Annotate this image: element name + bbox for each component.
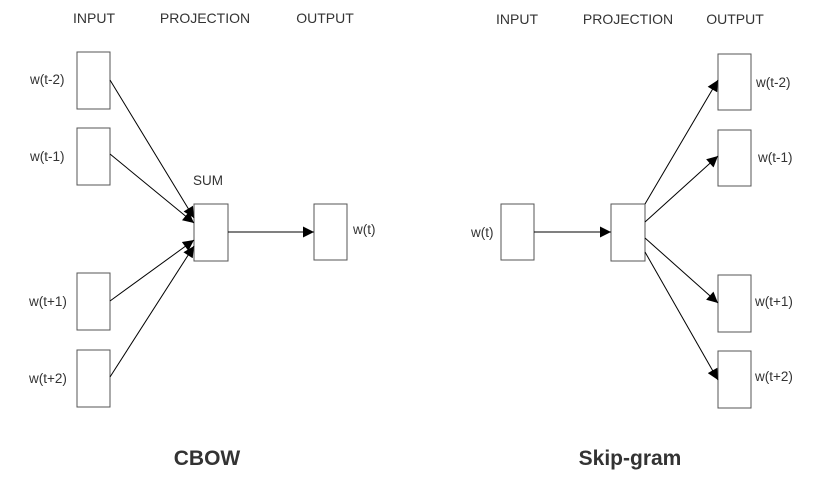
skipgram-arrow-to-t-plus-2 xyxy=(644,251,719,381)
cbow-arrow-from-t-minus-1 xyxy=(109,153,195,224)
cbow-arrow-from-t-plus-2 xyxy=(109,245,195,378)
skipgram-arrow-to-t-minus-1 xyxy=(644,155,719,223)
cbow-input-box-t-minus-2 xyxy=(76,51,111,110)
cbow-header-projection: PROJECTION xyxy=(159,10,251,26)
cbow-arrows xyxy=(109,79,314,378)
skipgram-arrow-to-t-plus-1 xyxy=(644,237,719,304)
skipgram-title: Skip-gram xyxy=(578,447,682,470)
cbow-header-input: INPUT xyxy=(73,10,115,26)
skipgram-input-label: w(t) xyxy=(471,225,494,240)
cbow-arrow-from-t-minus-2 xyxy=(109,79,195,219)
skipgram-output-label-t-minus-2: w(t-2) xyxy=(756,75,791,90)
skipgram-projection-box xyxy=(610,203,646,262)
skipgram-output-box-t-plus-2 xyxy=(717,350,752,409)
skipgram-output-label-t-minus-1: w(t-1) xyxy=(758,150,793,165)
cbow-input-boxes xyxy=(76,51,111,408)
skipgram-output-box-t-plus-1 xyxy=(717,274,752,333)
cbow-header-output: OUTPUT xyxy=(296,10,354,26)
cbow-projection-box xyxy=(193,203,229,262)
skipgram-header-projection: PROJECTION xyxy=(582,11,674,27)
skipgram-header-output: OUTPUT xyxy=(706,11,764,27)
cbow-projection-label: SUM xyxy=(193,173,223,188)
cbow-title: CBOW xyxy=(173,447,241,470)
skipgram-arrows xyxy=(534,79,719,381)
cbow-input-label-t-plus-1: w(t+1) xyxy=(29,294,67,309)
skipgram-output-box-t-minus-1 xyxy=(717,129,752,187)
cbow-input-label-t-minus-1: w(t-1) xyxy=(30,149,65,164)
cbow-input-box-t-plus-1 xyxy=(76,272,111,331)
cbow-input-box-t-plus-2 xyxy=(76,349,111,408)
cbow-arrow-from-t-plus-1 xyxy=(109,239,195,302)
skipgram-output-box-t-minus-2 xyxy=(717,53,752,111)
skipgram-arrow-to-t-minus-2 xyxy=(644,79,719,205)
skipgram-output-label-t-plus-2: w(t+2) xyxy=(755,369,793,384)
cbow-input-box-t-minus-1 xyxy=(76,127,111,186)
skipgram-output-boxes xyxy=(717,53,752,409)
skipgram-input-box xyxy=(500,203,535,261)
skipgram-output-label-t-plus-1: w(t+1) xyxy=(755,294,793,309)
cbow-input-label-t-plus-2: w(t+2) xyxy=(29,371,67,386)
cbow-input-label-t-minus-2: w(t-2) xyxy=(30,72,65,87)
skipgram-header-input: INPUT xyxy=(496,11,538,27)
cbow-output-box xyxy=(313,203,348,261)
cbow-output-label: w(t) xyxy=(353,222,376,237)
